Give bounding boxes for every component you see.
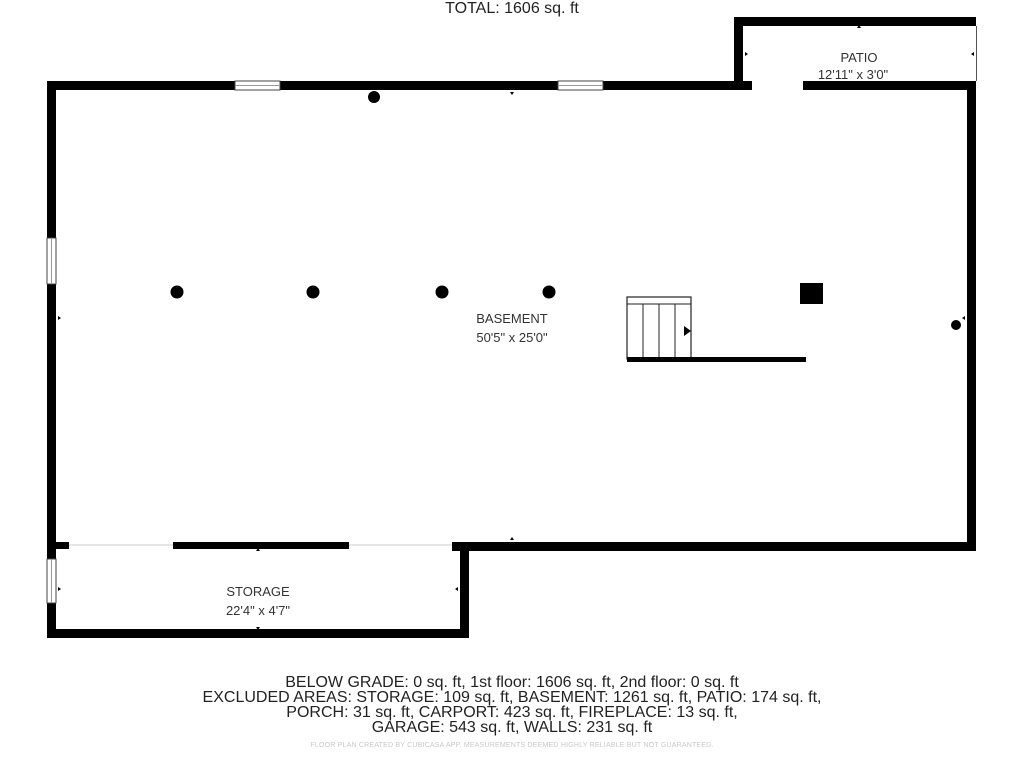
area-summary-line-2: EXCLUDED AREAS: STORAGE: 109 sq. ft, BAS… <box>202 689 822 706</box>
post <box>368 91 380 103</box>
storage-dims: 22'4" x 4'7" <box>226 603 290 618</box>
patio-dims: 12'11" x 3'0" <box>818 67 889 82</box>
post <box>542 285 556 299</box>
basement-top-wall-right <box>803 81 976 90</box>
post <box>435 285 449 299</box>
basement-left-wall <box>47 81 56 549</box>
storage-bottom-wall <box>47 629 469 638</box>
area-summary-line-3: PORCH: 31 sq. ft, CARPORT: 423 sq. ft, F… <box>286 704 738 721</box>
basement-bottom-wall-b <box>173 542 349 549</box>
storage-right-wall <box>460 542 469 638</box>
basement-bottom-wall-c <box>452 542 976 551</box>
chimney-block <box>800 283 823 304</box>
basement-right-wall <box>967 81 976 551</box>
patio-top-wall <box>734 17 976 26</box>
area-summary-line-1: BELOW GRADE: 0 sq. ft, 1st floor: 1606 s… <box>285 674 739 691</box>
stairs-arrow-icon <box>684 326 691 336</box>
basement-top-wall <box>47 81 752 90</box>
dimension-ticks <box>58 25 974 630</box>
patio-walls <box>734 17 977 90</box>
basement-windows <box>46 80 604 285</box>
post <box>306 285 320 299</box>
patio-name: PATIO <box>840 50 877 65</box>
area-summary-line-4: GARAGE: 543 sq. ft, WALLS: 231 sq. ft <box>371 719 653 736</box>
post <box>170 285 184 299</box>
patio-right-edge <box>976 26 977 81</box>
stairs <box>626 296 806 362</box>
stairs-railing-wall <box>627 357 806 362</box>
post <box>951 320 961 330</box>
total-area: TOTAL: 1606 sq. ft <box>445 0 579 17</box>
basement-dims: 50'5" x 25'0" <box>476 330 548 345</box>
storage-name: STORAGE <box>226 584 290 599</box>
basement-name: BASEMENT <box>476 311 548 326</box>
patio-left-wall <box>734 17 743 90</box>
disclaimer: FLOOR PLAN CREATED BY CUBICASA APP. MEAS… <box>310 742 714 749</box>
support-posts <box>170 91 961 330</box>
